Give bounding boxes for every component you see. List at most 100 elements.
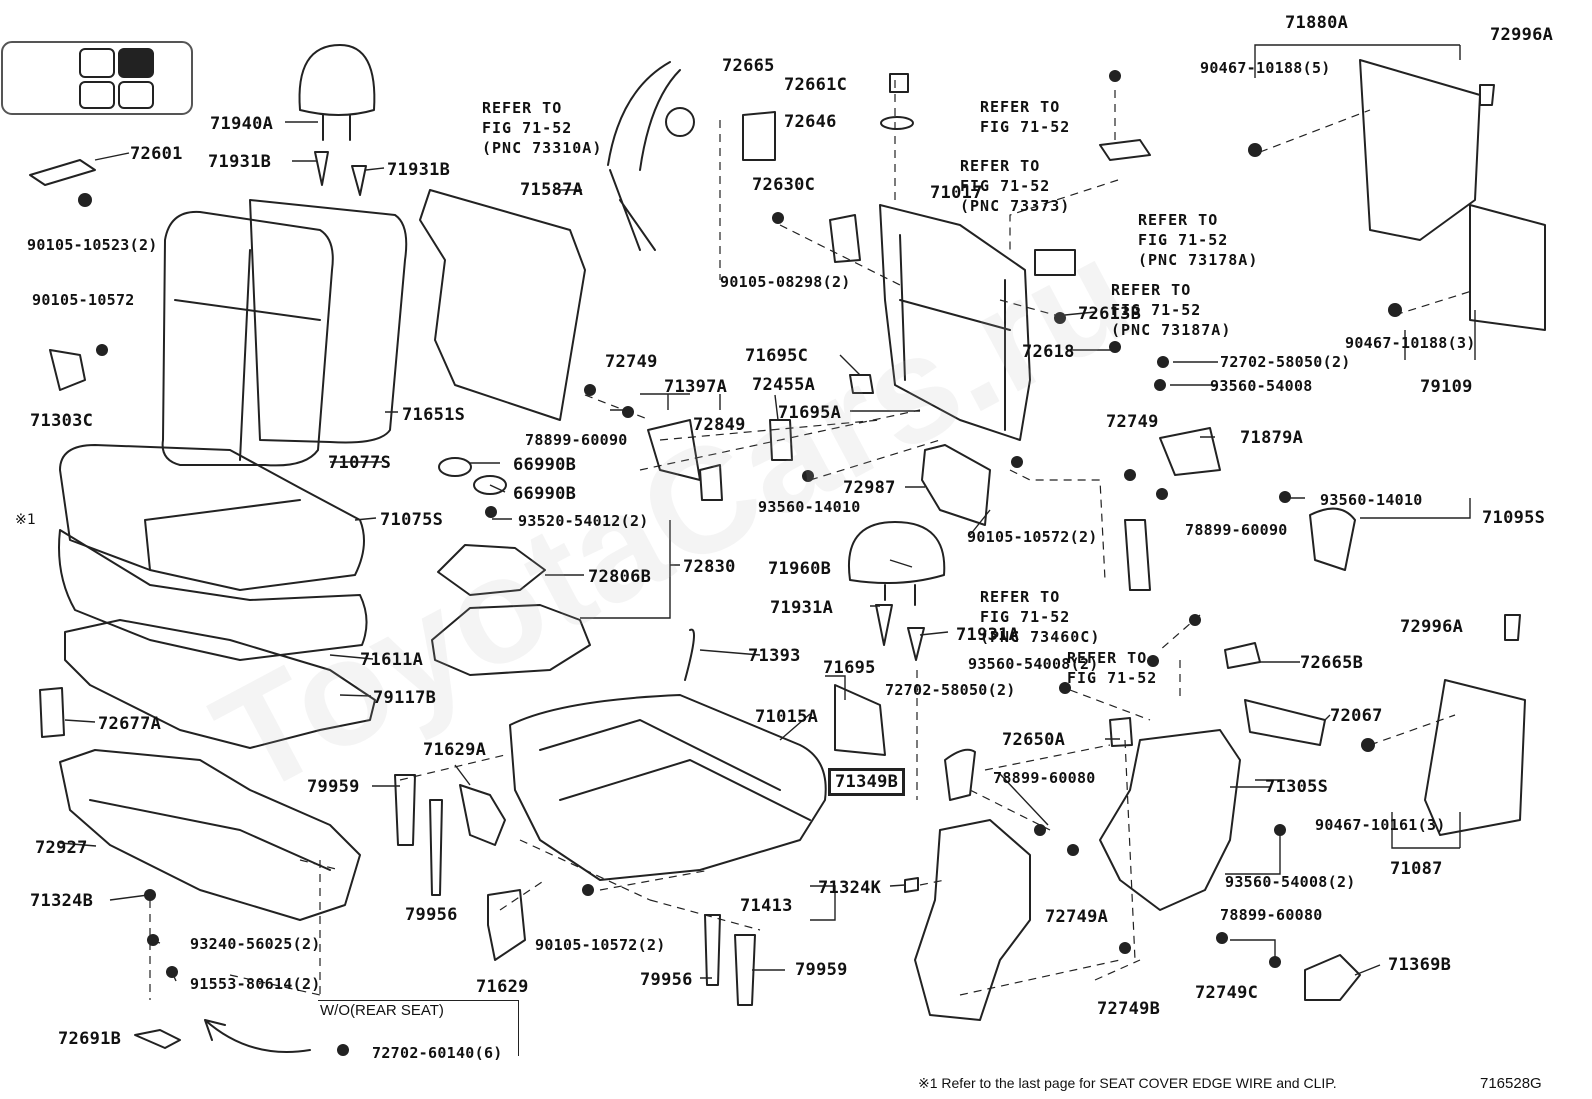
label-72849[interactable]: 72849 (693, 415, 746, 435)
label-71695A[interactable]: 71695A (778, 403, 842, 423)
label-71303C[interactable]: 71303C (30, 411, 94, 431)
label-71695C[interactable]: 71695C (745, 346, 809, 366)
label-66990B-2[interactable]: 66990B (513, 484, 577, 504)
label-71077S[interactable]: 71077S (328, 453, 392, 473)
label-72691B[interactable]: 72691B (58, 1029, 122, 1049)
label-79959-1[interactable]: 79959 (307, 777, 360, 797)
handle-72067 (1244, 699, 1326, 746)
label-72455A[interactable]: 72455A (752, 375, 816, 395)
label-72630C[interactable]: 72630C (752, 175, 816, 195)
label-72665B[interactable]: 72665B (1300, 653, 1364, 673)
label-71095S[interactable]: 71095S (1482, 508, 1546, 528)
label-72996A[interactable]: 72996A (1490, 25, 1554, 45)
label-72613B[interactable]: 72613B (1078, 304, 1142, 324)
label-79117B[interactable]: 79117B (373, 688, 437, 708)
label-72677A[interactable]: 72677A (98, 714, 162, 734)
label-90105-08298[interactable]: 90105-08298(2) (720, 273, 851, 291)
label-71397A[interactable]: 71397A (664, 377, 728, 397)
label-71369B[interactable]: 71369B (1388, 955, 1452, 975)
label-72987[interactable]: 72987 (843, 478, 896, 498)
label-66990B-1[interactable]: 66990B (513, 455, 577, 475)
label-90105-10523[interactable]: 90105-10523(2) (27, 236, 158, 254)
label-71324B[interactable]: 71324B (30, 891, 94, 911)
label-79959-2[interactable]: 79959 (795, 960, 848, 980)
cover-72987 (921, 444, 991, 526)
label-72830[interactable]: 72830 (683, 557, 736, 577)
label-79109[interactable]: 79109 (1420, 377, 1473, 397)
label-71931B-1[interactable]: 71931B (208, 152, 272, 172)
label-71931A-2[interactable]: 71931A (956, 625, 1020, 645)
label-90467-10188-5[interactable]: 90467-10188(5) (1200, 59, 1331, 77)
label-71651S[interactable]: 71651S (402, 405, 466, 425)
label-93560-54008-3[interactable]: 93560-54008(2) (1225, 873, 1356, 891)
cover-72665B (1224, 642, 1261, 669)
bracket-71303C (49, 349, 86, 391)
label-71629[interactable]: 71629 (476, 977, 529, 997)
label-72702-58050-2[interactable]: 72702-58050(2) (885, 681, 1016, 699)
label-90105-10572-b[interactable]: 90105-10572(2) (967, 528, 1098, 546)
label-72665[interactable]: 72665 (722, 56, 775, 76)
label-72749-1[interactable]: 72749 (605, 352, 658, 372)
label-90105-10572-c[interactable]: 90105-10572(2) (535, 936, 666, 954)
label-93560-14010-1[interactable]: 93560-14010 (758, 498, 861, 516)
label-72661C[interactable]: 72661C (784, 75, 848, 95)
label-72702-58050-1[interactable]: 72702-58050(2) (1220, 353, 1351, 371)
cap-72661C (889, 73, 909, 93)
label-71015A[interactable]: 71015A (755, 707, 819, 727)
label-71629A[interactable]: 71629A (423, 740, 487, 760)
bracket-72849 (699, 464, 723, 501)
label-93560-54008-2[interactable]: 93560-54008(2) (968, 655, 1099, 673)
label-71587A[interactable]: 71587A (520, 180, 584, 200)
label-90467-10161[interactable]: 90467-10161(3) (1315, 816, 1446, 834)
label-93240-56025[interactable]: 93240-56025(2) (190, 935, 321, 953)
label-72702-60140[interactable]: 72702-60140(6) (372, 1044, 503, 1062)
label-78899-60090-1[interactable]: 78899-60090 (525, 431, 628, 449)
label-72749C[interactable]: 72749C (1195, 983, 1259, 1003)
label-71960B[interactable]: 71960B (768, 559, 832, 579)
label-71075S[interactable]: 71075S (380, 510, 444, 530)
label-79956-1[interactable]: 79956 (405, 905, 458, 925)
seatback-frame-71017 (879, 204, 1031, 441)
label-71413[interactable]: 71413 (740, 896, 793, 916)
label-71940A[interactable]: 71940A (210, 114, 274, 134)
label-93560-14010-2[interactable]: 93560-14010 (1320, 491, 1423, 509)
label-72806B[interactable]: 72806B (588, 567, 652, 587)
label-72646[interactable]: 72646 (784, 112, 837, 132)
label-72601[interactable]: 72601 (130, 144, 183, 164)
label-79956-2[interactable]: 79956 (640, 970, 693, 990)
label-72996A-2[interactable]: 72996A (1400, 617, 1464, 637)
label-71879A[interactable]: 71879A (1240, 428, 1304, 448)
label-90467-10188-3[interactable]: 90467-10188(3) (1345, 334, 1476, 352)
label-71393[interactable]: 71393 (748, 646, 801, 666)
label-78899-60080-2[interactable]: 78899-60080 (1220, 906, 1323, 924)
trim-panel-71087 (1424, 679, 1526, 836)
label-72927[interactable]: 72927 (35, 838, 88, 858)
label-72650A[interactable]: 72650A (1002, 730, 1066, 750)
label-71611A[interactable]: 71611A (360, 650, 424, 670)
label-78899-60080-1[interactable]: 78899-60080 (993, 769, 1096, 787)
label-78899-60090-2[interactable]: 78899-60090 (1185, 521, 1288, 539)
label-72749B[interactable]: 72749B (1097, 999, 1161, 1019)
headrest-71940A (298, 44, 376, 116)
cover-79959-1 (394, 774, 416, 846)
label-72749-2[interactable]: 72749 (1106, 412, 1159, 432)
label-93520-54012[interactable]: 93520-54012(2) (518, 512, 649, 530)
label-71931A-1[interactable]: 71931A (770, 598, 834, 618)
label-72067[interactable]: 72067 (1330, 706, 1383, 726)
label-71017[interactable]: 71017 (930, 183, 983, 203)
headrest-71960B (848, 521, 946, 585)
label-71324K[interactable]: 71324K (818, 878, 882, 898)
label-71349B-highlighted[interactable]: 71349B (828, 768, 906, 796)
label-71305S[interactable]: 71305S (1265, 777, 1329, 797)
label-71695[interactable]: 71695 (823, 658, 876, 678)
label-71931B-2[interactable]: 71931B (387, 160, 451, 180)
label-90105-10572[interactable]: 90105-10572 (32, 291, 135, 309)
label-72618[interactable]: 72618 (1022, 342, 1075, 362)
label-91553-80614[interactable]: 91553-80614(2) (190, 975, 321, 993)
label-71087[interactable]: 71087 (1390, 859, 1443, 879)
label-93560-54008-1[interactable]: 93560-54008 (1210, 377, 1313, 395)
label-72749A[interactable]: 72749A (1045, 907, 1109, 927)
seatback-71077S (161, 210, 334, 467)
label-71880A[interactable]: 71880A (1285, 13, 1349, 33)
